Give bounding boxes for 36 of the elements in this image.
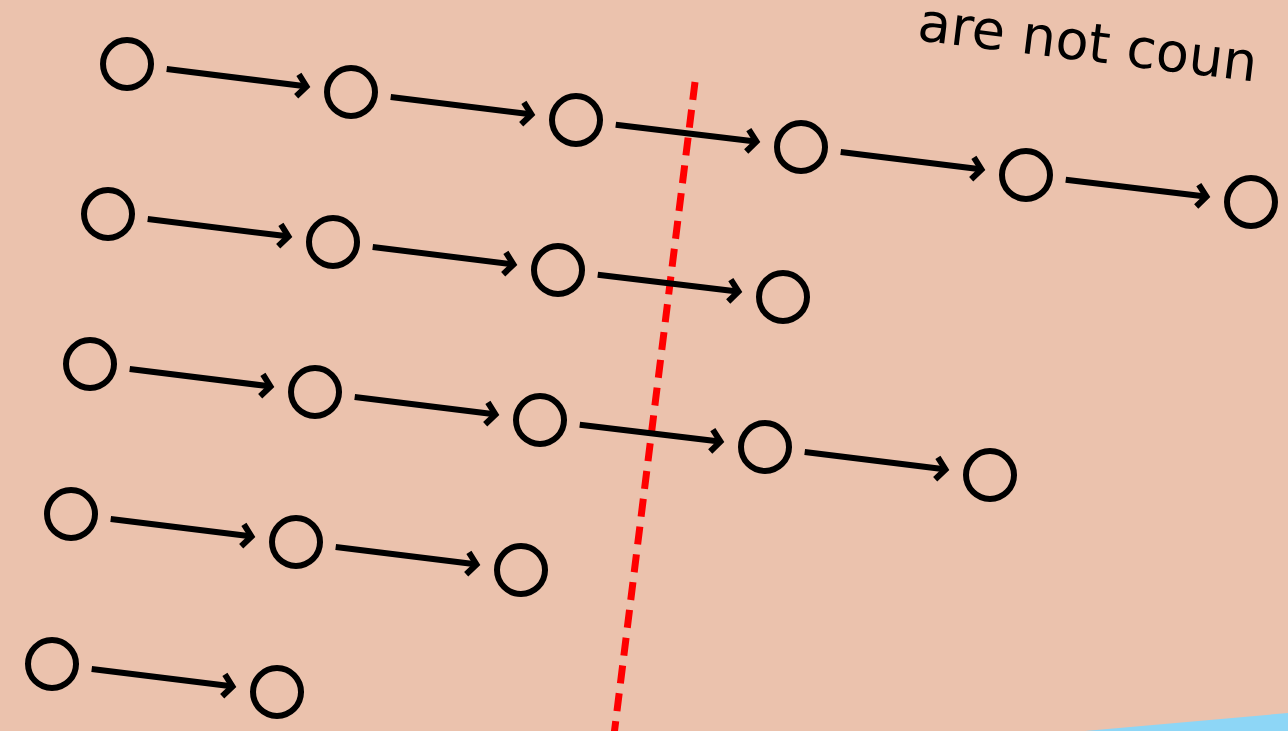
- circle-node: [963, 448, 1017, 502]
- circle-node: [324, 65, 378, 119]
- circle-node: [513, 393, 567, 447]
- circle-node: [269, 515, 323, 569]
- arrow: [372, 243, 518, 277]
- arrow: [840, 148, 986, 182]
- arrow: [390, 93, 536, 127]
- circle-node: [250, 665, 304, 719]
- circle-node: [738, 420, 792, 474]
- circle-node: [756, 270, 810, 324]
- circle-node: [63, 337, 117, 391]
- arrow: [166, 65, 311, 99]
- circle-node: [999, 148, 1053, 202]
- arrow: [579, 421, 725, 454]
- circle-node: [81, 187, 135, 241]
- circle-node: [1224, 175, 1278, 229]
- circle-node: [100, 37, 154, 91]
- arrow: [597, 271, 743, 304]
- arrow: [804, 448, 950, 482]
- heading-text: are not coun: [920, 11, 1253, 82]
- arrow: [129, 365, 275, 399]
- circle-node: [25, 637, 79, 691]
- circle-node: [288, 365, 342, 419]
- circle-node: [549, 93, 603, 147]
- circle-node: [494, 543, 548, 597]
- circle-node: [531, 243, 585, 297]
- circle-node: [44, 487, 98, 541]
- arrow: [354, 393, 500, 427]
- circle-node: [306, 215, 360, 269]
- arrow: [1065, 176, 1211, 209]
- arrow: [335, 543, 481, 577]
- arrow: [147, 215, 293, 249]
- arrow: [615, 121, 761, 154]
- circle-node: [774, 120, 828, 174]
- arrow: [110, 515, 256, 549]
- arrow: [91, 665, 237, 699]
